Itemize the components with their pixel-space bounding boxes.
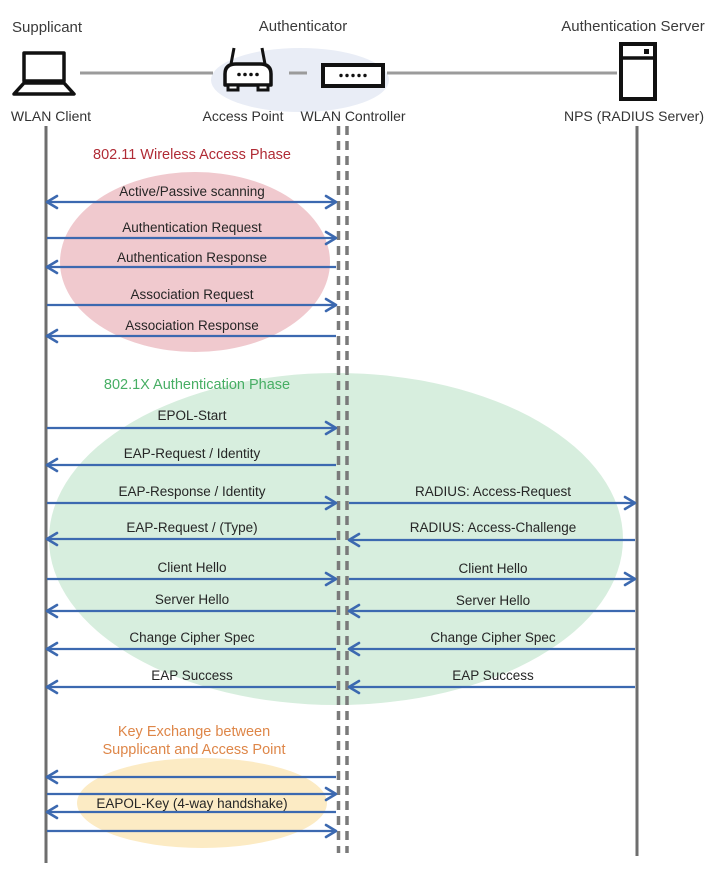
role-supplicant: Supplicant (12, 19, 83, 36)
message-label: EAP Success (452, 668, 534, 683)
message-label: Change Cipher Spec (129, 630, 255, 645)
node-nps: NPS (RADIUS Server) (563, 108, 705, 124)
role-authenticator: Authenticator (258, 18, 348, 35)
node-access-point: Access Point (202, 108, 284, 124)
message-arrows-right-lane (347, 495, 637, 695)
message-arrows-left-lane (45, 194, 338, 839)
message-label: Server Hello (455, 593, 531, 608)
message-label: EPOL-Start (157, 408, 227, 423)
key-exchange-phase-ellipse (77, 758, 327, 848)
message-label: Change Cipher Spec (430, 630, 556, 645)
server-icon (619, 42, 657, 101)
message-label: RADIUS: Access-Challenge (409, 520, 577, 535)
node-wlan-client: WLAN Client (10, 108, 92, 124)
phase-title-authentication: 802.1X Authentication Phase (103, 377, 291, 393)
message-label: EAP-Request / Identity (123, 446, 261, 461)
message-label: EAP Success (151, 668, 233, 683)
role-authentication-server: Authentication Server (561, 18, 705, 35)
message-label: Association Request (130, 287, 254, 302)
message-label: Authentication Request (122, 220, 262, 235)
phase-title-key-exchange-line2: Supplicant and Access Point (102, 742, 286, 758)
wlan-controller-lifeline (336, 126, 349, 853)
node-wlan-controller: WLAN Controller (300, 108, 406, 124)
phase-title-key-exchange-line1: Key Exchange between (117, 724, 271, 740)
message-label: EAP-Response / Identity (118, 484, 266, 499)
message-label: RADIUS: Access-Request (414, 484, 572, 499)
laptop-icon (12, 51, 76, 96)
message-label: Active/Passive scanning (119, 184, 265, 199)
wlan-controller-icon (321, 63, 385, 88)
access-point-icon (223, 47, 273, 92)
message-label: Client Hello (458, 561, 528, 576)
wireless-access-phase-ellipse (60, 172, 330, 352)
message-label: Server Hello (154, 592, 230, 607)
message-label: Authentication Response (116, 250, 268, 265)
message-label: Association Response (125, 318, 259, 333)
message-label: Client Hello (157, 560, 227, 575)
phase-title-key-exchange: Key Exchange between Supplicant and Acce… (48, 723, 340, 759)
phase-title-wireless-access: 802.11 Wireless Access Phase (93, 147, 291, 163)
message-label: EAP-Request / (Type) (126, 520, 258, 535)
message-label: EAPOL-Key (4-way handshake) (96, 796, 288, 811)
